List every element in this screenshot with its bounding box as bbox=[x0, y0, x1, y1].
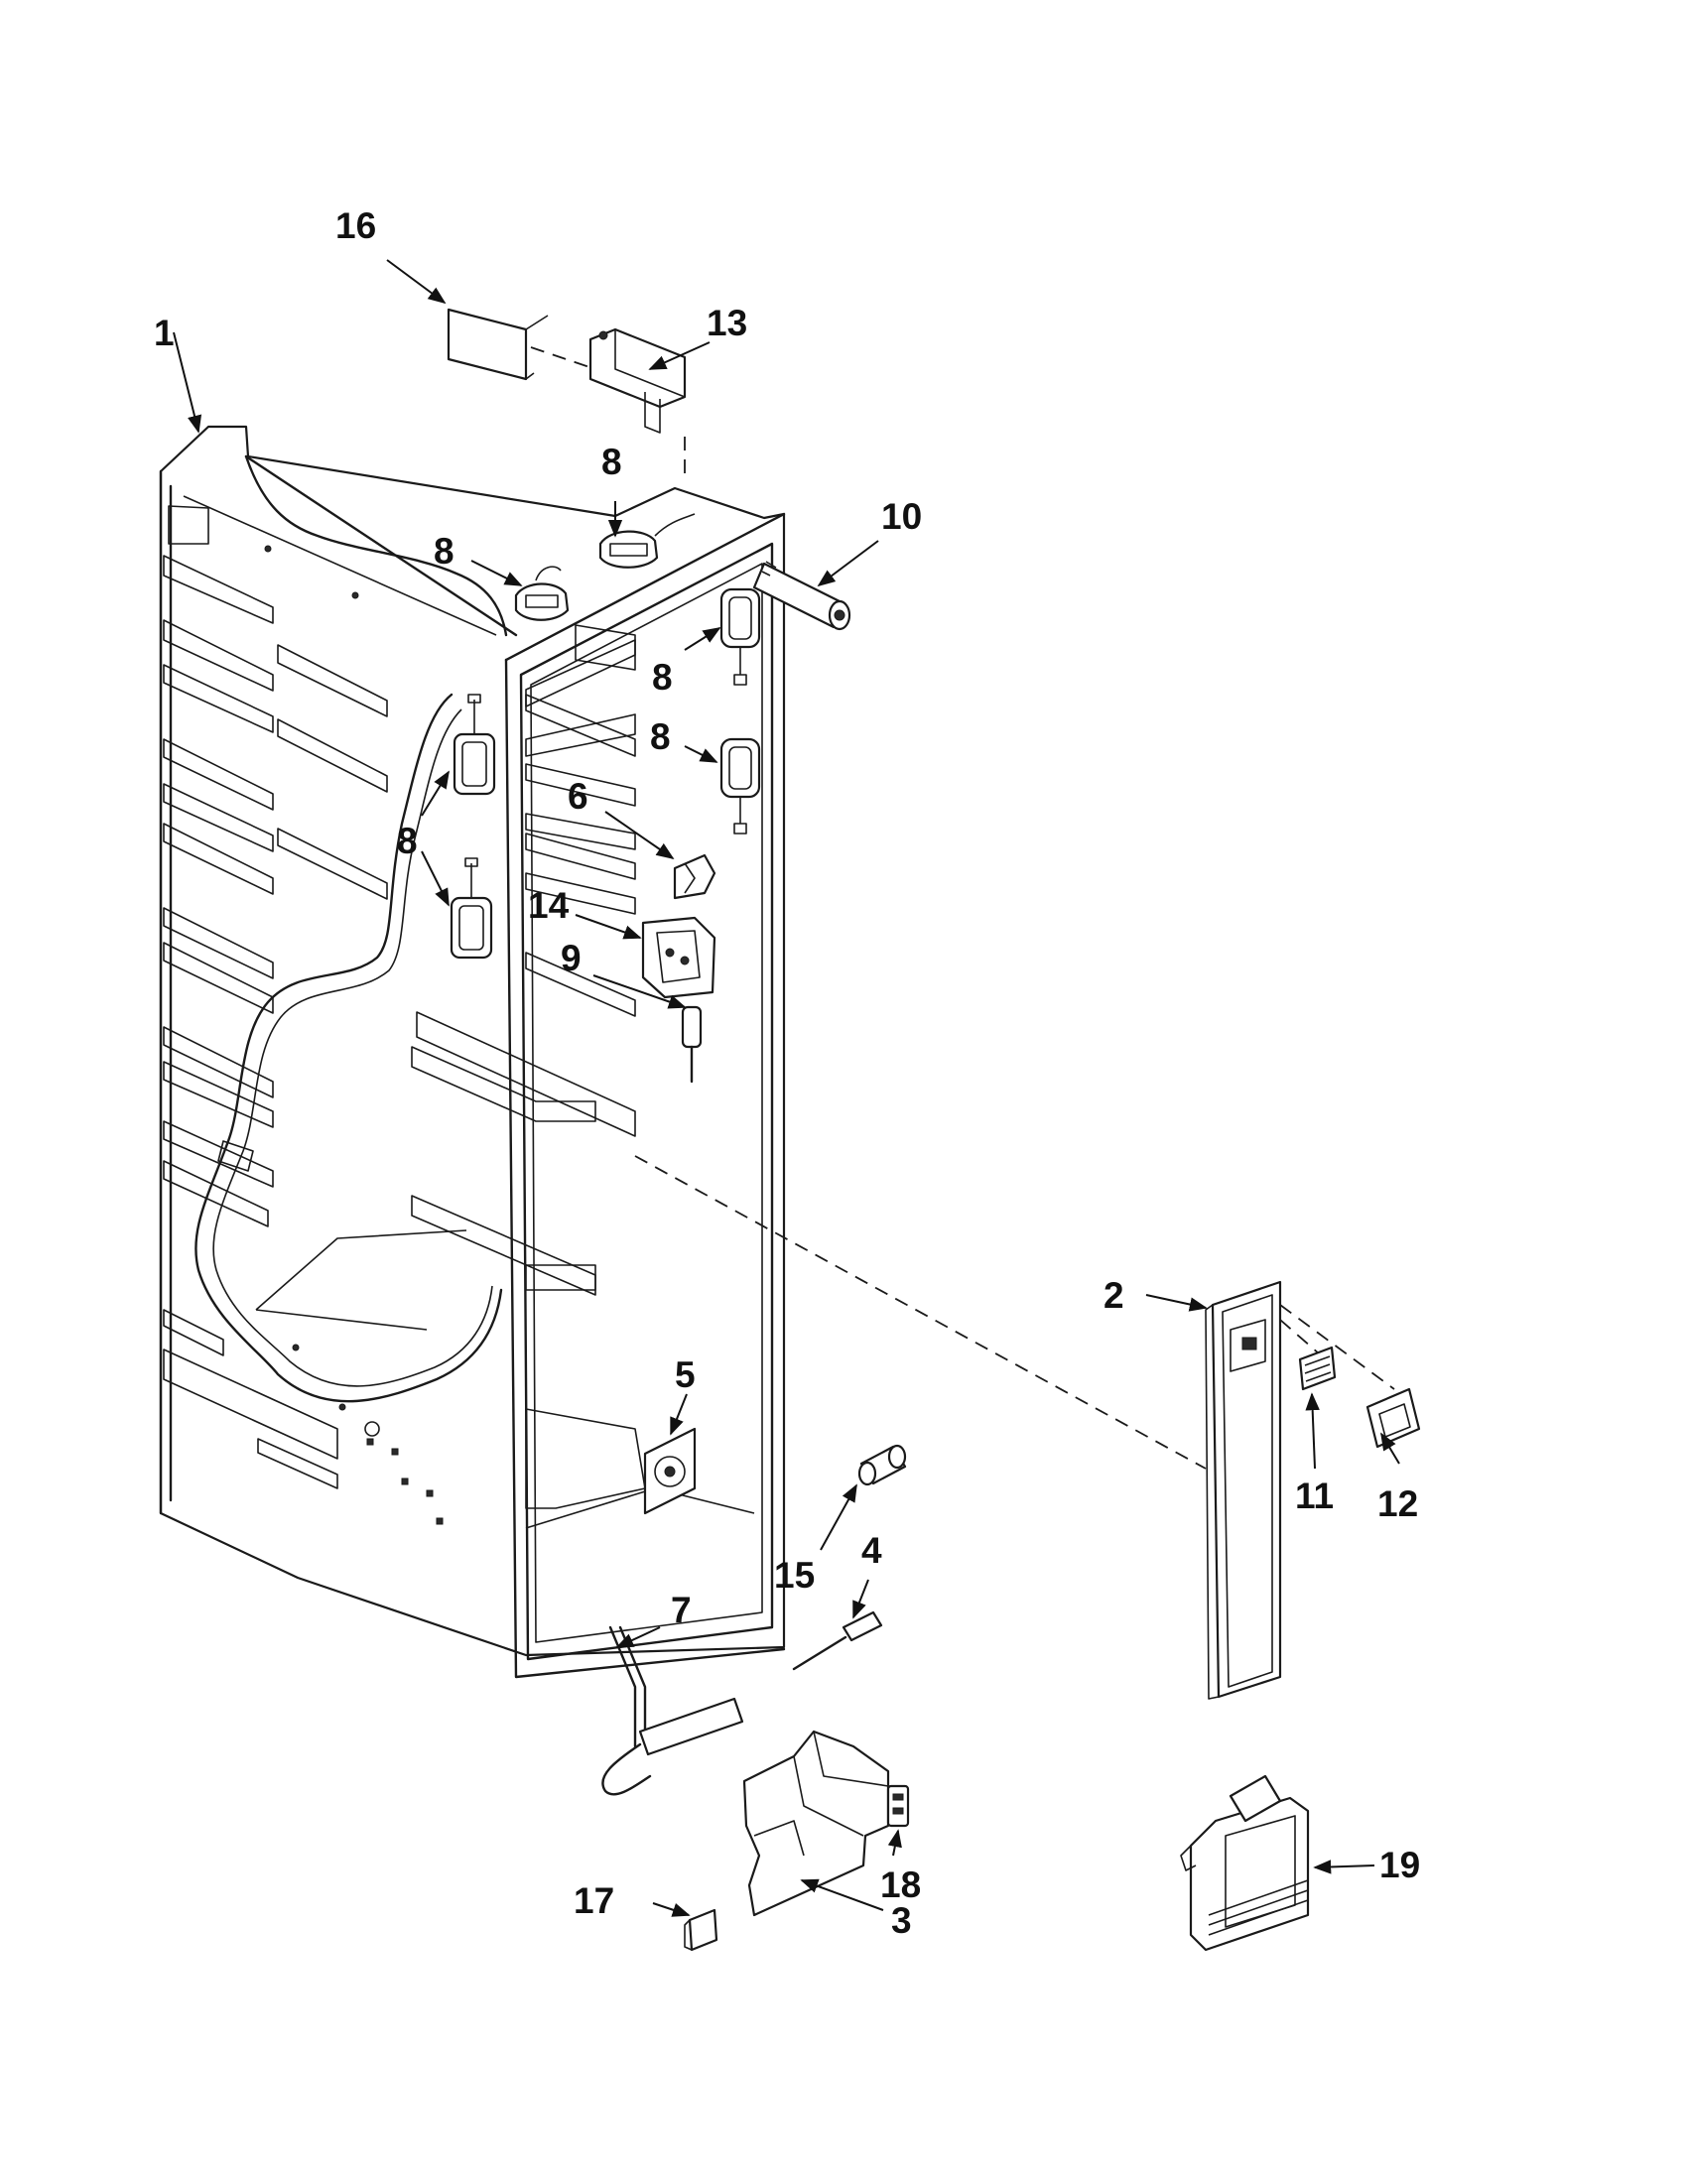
callout-6: 6 bbox=[568, 776, 588, 817]
callout-labels: 1 16 13 8 8 10 8 8 6 8 14 9 5 2 11 12 15… bbox=[154, 205, 1420, 1941]
callout-2: 2 bbox=[1104, 1275, 1124, 1316]
part-13-bracket bbox=[588, 327, 687, 434]
light-housing-inner-upper bbox=[453, 694, 496, 796]
part-3-duct bbox=[742, 1730, 890, 1917]
part-16-cover bbox=[447, 308, 549, 381]
part-2-panel bbox=[1205, 1280, 1282, 1700]
callout-4: 4 bbox=[861, 1530, 882, 1571]
part-11-grille bbox=[1298, 1346, 1337, 1391]
part-4-probe bbox=[792, 1610, 883, 1671]
callout-8: 8 bbox=[434, 531, 454, 572]
callout-12: 12 bbox=[1377, 1483, 1418, 1524]
light-housing-side-upper bbox=[719, 587, 761, 686]
callout-10: 10 bbox=[881, 496, 922, 537]
part-6-clip bbox=[673, 853, 716, 900]
light-housing-top-left bbox=[514, 566, 570, 621]
callout-13: 13 bbox=[707, 303, 747, 343]
part-15-fitting bbox=[857, 1444, 907, 1486]
part-9-sensor bbox=[681, 1005, 703, 1084]
part-19-housing bbox=[1180, 1774, 1310, 1952]
left-shelf-rails bbox=[163, 555, 388, 1489]
callout-3: 3 bbox=[891, 1900, 912, 1941]
callout-16: 16 bbox=[335, 205, 376, 246]
light-housing-inner-lower bbox=[450, 857, 493, 960]
callout-8: 8 bbox=[601, 442, 622, 482]
light-housing-side-lower bbox=[719, 737, 761, 835]
callout-8: 8 bbox=[650, 716, 671, 757]
part-12-plate bbox=[1365, 1387, 1421, 1449]
callout-14: 14 bbox=[528, 885, 570, 926]
right-shelf-rails bbox=[411, 624, 755, 1529]
callout-5: 5 bbox=[675, 1354, 696, 1395]
part-17-block bbox=[684, 1908, 718, 1952]
leader-lines bbox=[173, 259, 1400, 1917]
callout-7: 7 bbox=[671, 1590, 692, 1630]
callout-18: 18 bbox=[880, 1864, 921, 1905]
evaporator-fan-part-5 bbox=[643, 1427, 697, 1515]
callout-17: 17 bbox=[574, 1880, 614, 1921]
callout-9: 9 bbox=[561, 938, 582, 978]
callout-19: 19 bbox=[1379, 1845, 1420, 1885]
callout-11: 11 bbox=[1295, 1476, 1334, 1516]
callout-8: 8 bbox=[397, 821, 418, 861]
part-14-housing bbox=[641, 916, 716, 999]
callout-15: 15 bbox=[774, 1555, 815, 1596]
callout-1: 1 bbox=[154, 313, 175, 353]
refrigerator-liner bbox=[159, 425, 786, 1679]
part-10-tube bbox=[752, 561, 851, 631]
part-18-clip bbox=[886, 1784, 910, 1828]
callout-8: 8 bbox=[652, 657, 673, 698]
